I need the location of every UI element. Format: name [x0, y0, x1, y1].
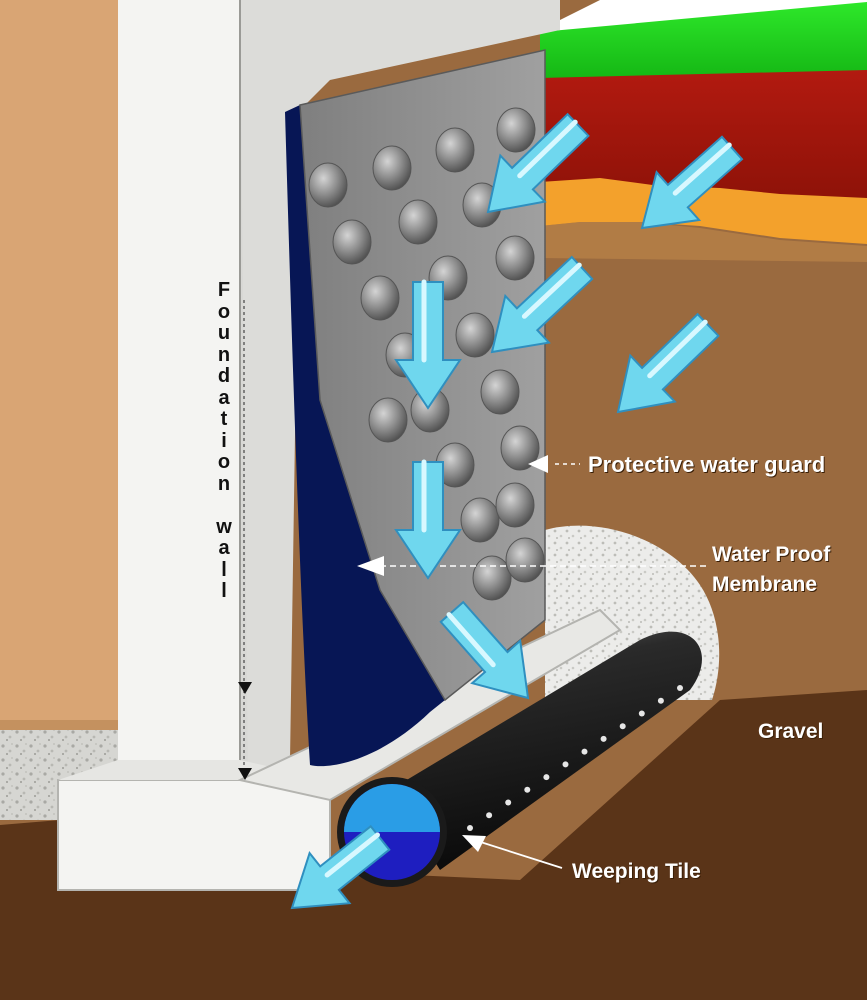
foundation-wall-letter: i — [221, 429, 227, 452]
foundation-wall-letter: u — [217, 322, 231, 344]
water-flow-arrow-highlight — [446, 612, 496, 668]
foundation-wall-letter: l — [221, 558, 227, 581]
interior-wall — [0, 0, 118, 720]
foundation-wall-letter: a — [218, 386, 230, 409]
pipe-hole — [562, 761, 569, 768]
water-flow-arrow — [490, 255, 594, 354]
water-flow-arrow-highlight — [521, 262, 582, 319]
pipe-hole — [581, 748, 588, 755]
foundation-wall-letter: w — [216, 515, 232, 538]
foundation-wall-letter: d — [217, 365, 231, 387]
dimple-pattern — [308, 107, 545, 601]
water-flow-arrow-highlight — [647, 319, 708, 379]
water-flow-arrow-highlight — [324, 832, 380, 878]
guard-dimple — [308, 162, 348, 208]
tile-pointer-arrow — [462, 835, 486, 852]
pipe-hole — [638, 710, 645, 717]
water-proof-membrane-label: Water Proof Membrane — [712, 540, 830, 600]
gravel-label: Gravel — [758, 720, 824, 743]
pipe-hole — [657, 697, 664, 704]
guard-dimple — [496, 107, 536, 153]
orange-soil-layer — [540, 178, 867, 244]
foundation-wall-letter: t — [220, 408, 228, 430]
guard-dimple — [495, 482, 535, 528]
foundation-wall-face — [118, 0, 240, 780]
water-flow-arrow-highlight — [517, 119, 578, 179]
guard-dimple — [455, 312, 495, 358]
foundation-wall-letter — [212, 495, 236, 517]
pipe-hole — [505, 799, 512, 806]
pipe-hole — [677, 685, 683, 691]
foundation-wall-letter: n — [217, 472, 231, 495]
waterproof-membrane — [285, 105, 445, 767]
weeping-tile-label: Weeping Tile — [572, 860, 701, 883]
soil-transition — [540, 222, 867, 262]
water-flow-arrow — [486, 112, 590, 214]
water-flow-arrow — [616, 312, 720, 414]
water-flow-arrow-highlight — [672, 142, 732, 196]
guard-dimple — [372, 145, 412, 191]
guard-dimple — [472, 555, 512, 601]
membrane-label-line2: Membrane — [712, 573, 818, 596]
guard-pointer-arrow — [528, 455, 548, 473]
water-flow-arrow — [439, 600, 530, 700]
membrane-label-line1: Water Proof — [712, 543, 831, 566]
water-flow-arrow — [640, 135, 744, 230]
water-flow-arrow — [394, 461, 462, 580]
grass-layer — [540, 2, 867, 80]
pipe-hole — [486, 812, 493, 819]
footing — [57, 779, 331, 891]
wall-dimension-arrow — [238, 682, 252, 694]
guard-dimple — [368, 397, 408, 443]
guard-dimple — [460, 497, 500, 543]
pipe-hole — [543, 774, 550, 781]
pipe-hole — [467, 825, 473, 831]
water-flow-arrow — [394, 281, 462, 410]
foundation-wall-letter: o — [217, 451, 231, 473]
foundation-wall-letter: n — [217, 343, 231, 366]
dark-soil — [0, 690, 867, 1000]
pipe-water — [344, 784, 440, 832]
foundation-wall-letter: o — [217, 300, 231, 323]
guard-dimple — [398, 199, 438, 245]
guard-dimple — [332, 219, 372, 265]
pipe-hole — [600, 735, 607, 742]
protective-water-guard-label: Protective water guard — [588, 452, 826, 477]
foundation-wall-top — [240, 0, 560, 780]
pipe-perforations — [467, 685, 683, 831]
foundation-wall-letter: F — [217, 279, 231, 301]
weeping-tile-pipe — [337, 631, 702, 887]
pointer-lines — [238, 300, 708, 869]
guard-dimple — [360, 275, 400, 321]
tile-pointer-line — [467, 837, 563, 869]
membrane-pointer-arrow — [357, 556, 384, 576]
water-flow-arrows — [290, 112, 744, 910]
guard-dimple — [505, 537, 545, 583]
guard-dimple — [435, 127, 475, 173]
guard-dimple — [500, 425, 540, 471]
pipe-hole — [619, 723, 626, 730]
red-soil-layer — [540, 70, 867, 200]
foundation-wall-letter: a — [218, 537, 230, 559]
guard-dimple — [495, 235, 535, 281]
foundation-wall-letter: l — [221, 580, 227, 602]
wall-dimension-arrow-bottom — [238, 768, 252, 780]
guard-dimple — [480, 369, 520, 415]
pipe-hole — [524, 786, 531, 793]
interior-floor-edge — [0, 720, 118, 730]
